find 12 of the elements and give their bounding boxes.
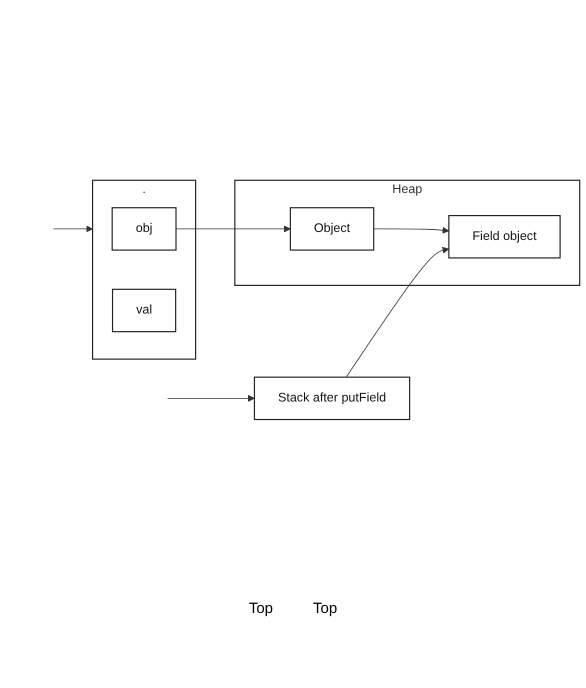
node-box: Stack after putField — [254, 376, 410, 420]
arrow — [52, 226, 93, 232]
node-box: Object — [290, 207, 374, 251]
note-text: Top — [248, 600, 273, 617]
node-box: Field object — [448, 215, 561, 259]
note-text: Top — [313, 600, 338, 617]
arrow — [373, 226, 450, 234]
arrow — [176, 226, 291, 232]
arrow — [346, 247, 450, 378]
node-box: obj — [112, 207, 177, 251]
arrow — [167, 394, 255, 402]
node-box: val — [112, 288, 176, 332]
